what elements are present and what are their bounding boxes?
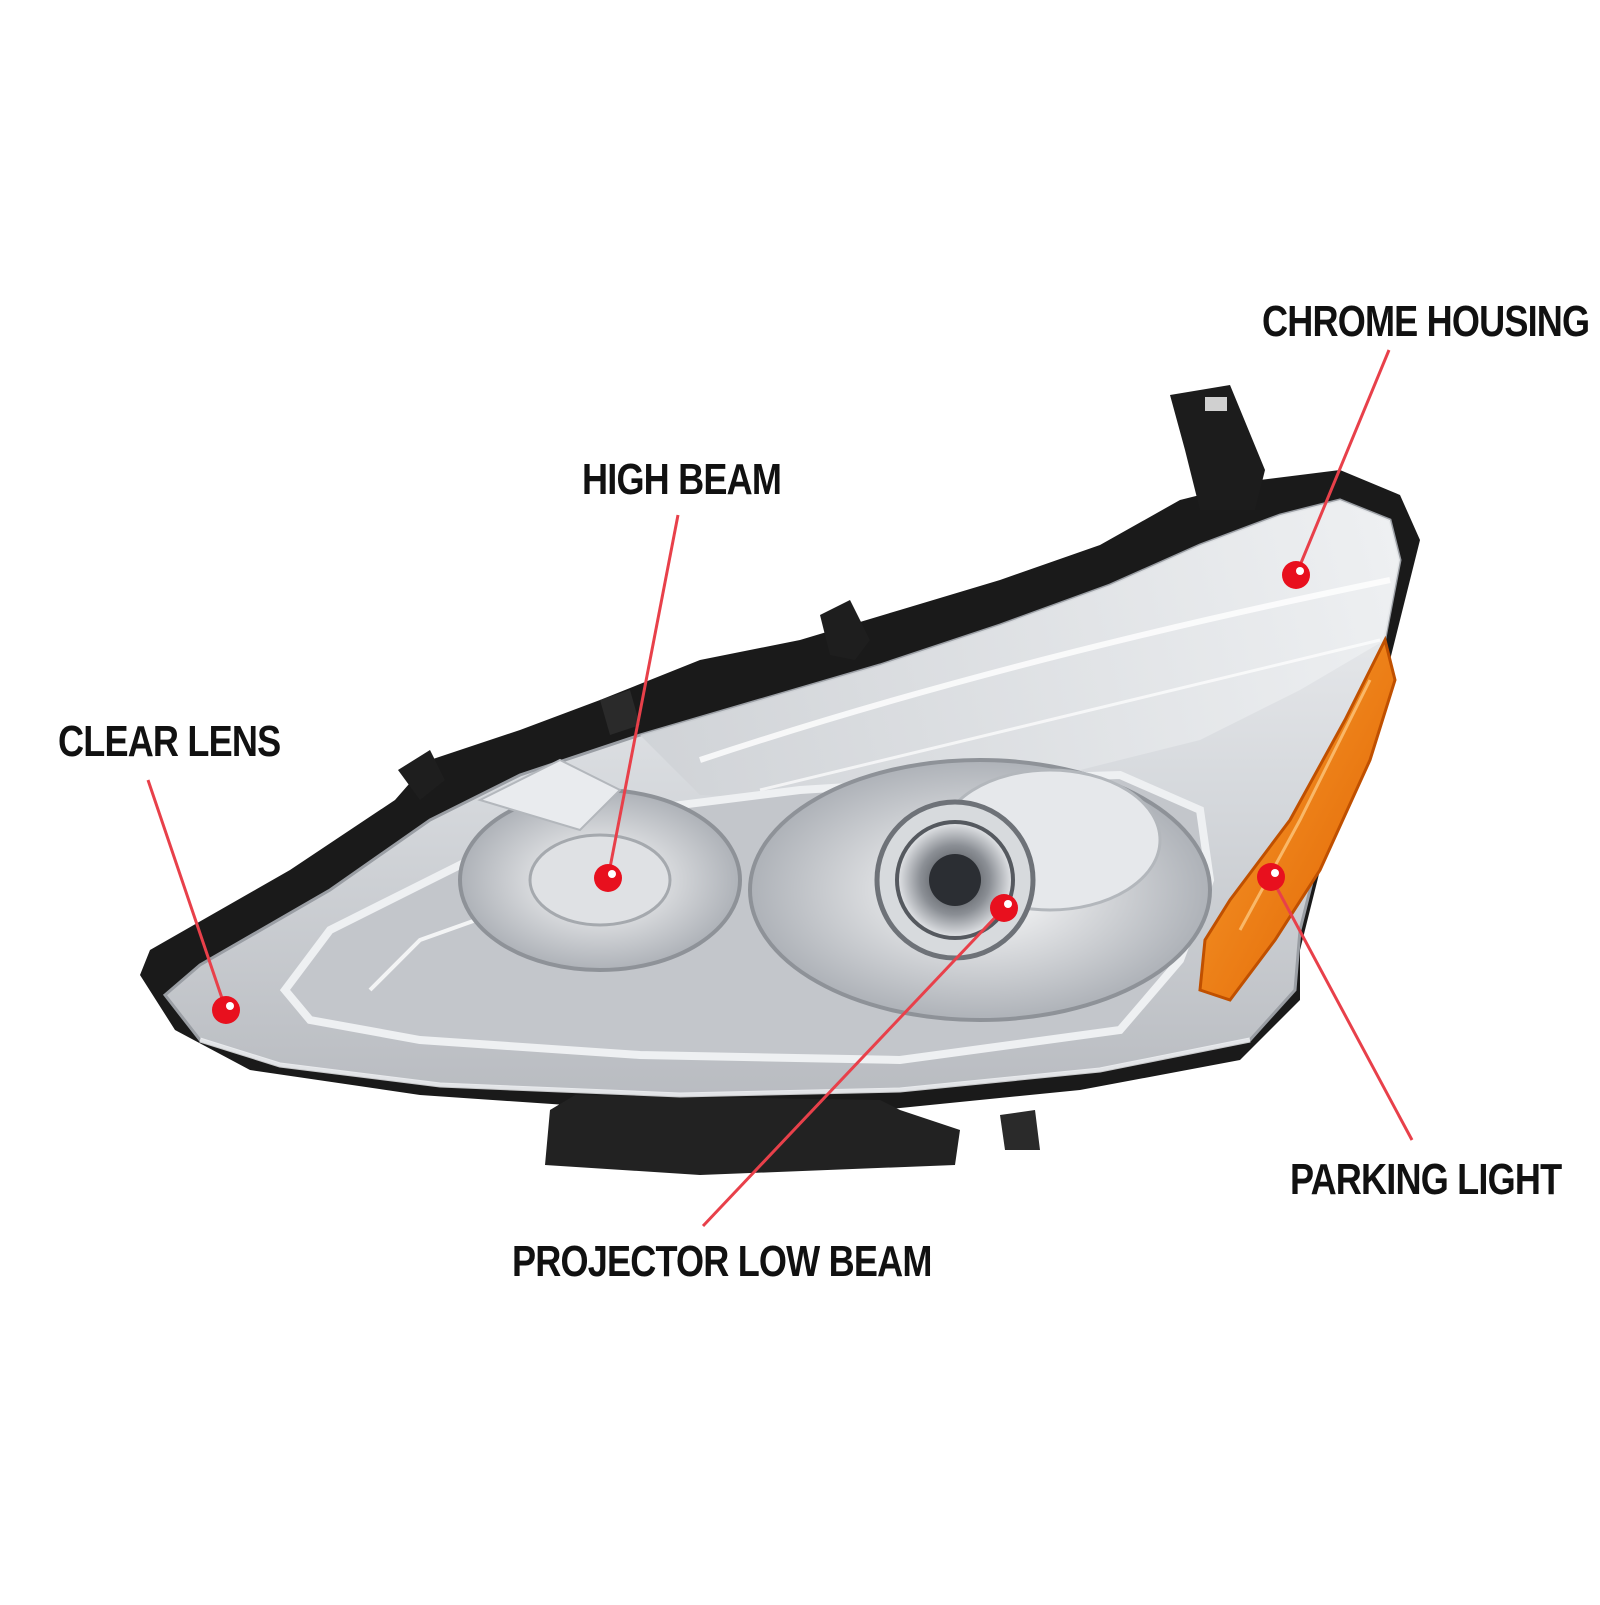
label-chrome-housing: CHROME HOUSING [1262, 297, 1590, 346]
label-projector-low-beam: PROJECTOR LOW BEAM [512, 1237, 932, 1286]
callout-line-chrome-housing [1294, 349, 1391, 576]
label-parking-light: PARKING LIGHT [1290, 1155, 1562, 1204]
high-beam-bulb-shade [477, 758, 622, 832]
lens-edge-highlight [199, 1037, 1251, 1098]
clip-2 [398, 750, 445, 800]
callout-dot-projector [990, 894, 1018, 922]
callout-line-projector [701, 906, 1006, 1228]
callout-dot-parking-light [1257, 863, 1285, 891]
chrome-highlight-2 [759, 638, 1381, 792]
clip-3 [600, 690, 640, 735]
callout-dot-clear-lens [212, 996, 240, 1024]
callout-line-parking-light [1269, 876, 1414, 1141]
chrome-highlight [699, 577, 1391, 763]
label-high-beam: HIGH BEAM [582, 455, 782, 504]
callout-dot-high-beam [594, 864, 622, 892]
bottom-bracket [545, 1095, 960, 1175]
callout-dot-chrome-housing [1282, 561, 1310, 589]
top-connector [1170, 385, 1265, 510]
bottom-bracket-2 [1000, 1110, 1040, 1150]
chrome-upper-band [640, 500, 1400, 800]
callout-line-high-beam [606, 514, 680, 879]
clip-1 [820, 600, 870, 660]
label-clear-lens: CLEAR LENS [58, 717, 281, 766]
callout-line-clear-lens [146, 779, 228, 1011]
